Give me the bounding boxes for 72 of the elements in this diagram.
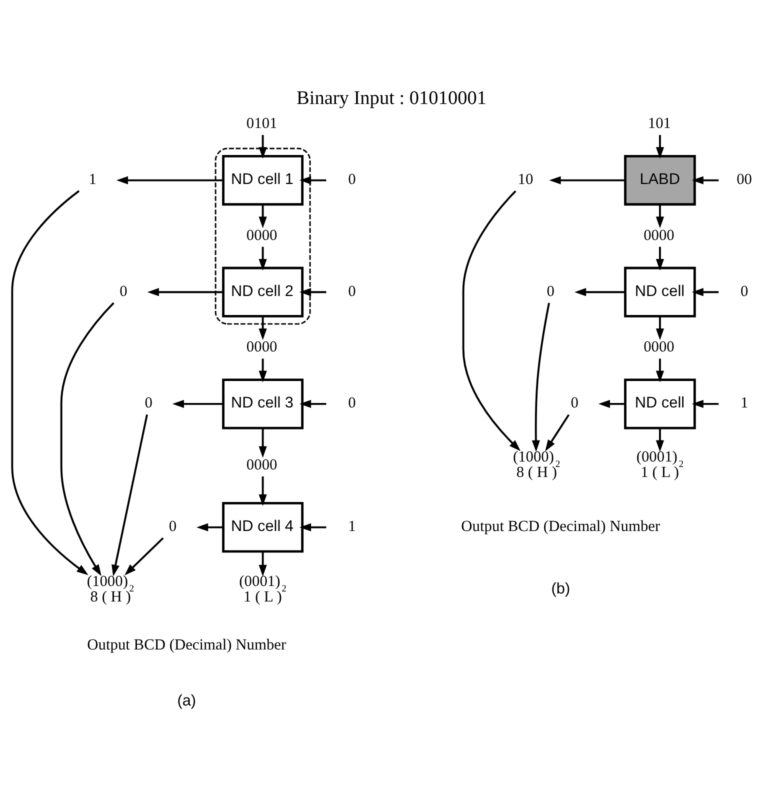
- node-text: (0001)$_{2}$ 1 ( L ): [636, 448, 684, 480]
- arrow: [574, 288, 626, 296]
- node-text: (1000)$_{2}$ 8 ( H ): [86, 572, 134, 605]
- arrow: [692, 288, 719, 296]
- node-box: ND cell: [624, 378, 696, 429]
- arrow: [258, 134, 267, 158]
- diagram-title: Binary Input : 01010001: [296, 88, 486, 109]
- node-text: 0: [348, 170, 356, 188]
- node-text: 00: [736, 170, 752, 188]
- node-text: 0101: [246, 114, 278, 132]
- arrow: [656, 204, 664, 228]
- node-text: 10: [518, 170, 534, 188]
- arrow: [258, 316, 267, 340]
- arrow: [147, 288, 224, 296]
- arrow: [656, 358, 664, 382]
- arrow: [299, 399, 326, 408]
- node-text: 0000: [246, 456, 278, 473]
- node-text: 0: [546, 282, 554, 300]
- arrow: [549, 176, 625, 184]
- arrow: [532, 302, 550, 452]
- node-text: 0: [144, 394, 152, 412]
- label: (a): [177, 692, 196, 709]
- node-text: 0: [740, 282, 748, 300]
- node-text: (0001)$_{2}$ 1 ( L ): [239, 572, 286, 605]
- node-text: 0: [348, 394, 356, 412]
- node-text: 1: [740, 394, 748, 412]
- arrow: [656, 428, 664, 452]
- node-box: ND cell 1: [222, 154, 304, 206]
- node-text: 0000: [644, 338, 674, 356]
- node-text: 1: [88, 170, 97, 188]
- arrow: [172, 399, 224, 408]
- arrow: [656, 316, 664, 340]
- label: Output BCD (Decimal) Number: [461, 517, 660, 534]
- node-text: 0: [120, 282, 128, 300]
- node-box: ND cell 2: [222, 266, 304, 317]
- arrow: [258, 551, 267, 576]
- node-text: 0: [168, 517, 177, 534]
- arrow: [299, 288, 326, 296]
- node-text: 0000: [246, 338, 278, 356]
- node-box: ND cell 4: [222, 502, 304, 552]
- arrow: [299, 176, 326, 184]
- node-box: LABD: [624, 154, 696, 206]
- node-text: 0: [348, 282, 356, 300]
- node-text: 0000: [644, 226, 674, 244]
- arrow: [196, 522, 224, 531]
- arrow: [258, 204, 267, 228]
- node-text: 0: [570, 394, 578, 412]
- arrow: [598, 399, 626, 408]
- label: (b): [551, 580, 570, 598]
- node-box: ND cell 3: [222, 378, 304, 429]
- arrow: [462, 190, 521, 451]
- arrow: [60, 302, 114, 576]
- arrow: [299, 522, 326, 531]
- node-text: (1000)$_{2}$ 8 ( H ): [512, 448, 560, 480]
- arrow: [11, 190, 88, 575]
- arrow: [692, 399, 719, 408]
- arrow: [112, 414, 148, 576]
- arrow: [656, 134, 664, 158]
- arrow: [656, 246, 664, 270]
- arrow: [124, 536, 164, 575]
- arrow: [545, 414, 570, 451]
- label: Output BCD (Decimal) Number: [87, 636, 286, 654]
- node-text: 0000: [246, 226, 278, 244]
- arrow: [258, 358, 267, 382]
- arrow: [258, 476, 267, 506]
- node-text: 101: [648, 114, 672, 132]
- arrow: [116, 176, 224, 184]
- node-text: 1: [348, 517, 356, 534]
- arrow: [258, 246, 267, 270]
- node-box: ND cell: [624, 266, 696, 317]
- arrow: [692, 176, 719, 184]
- arrow: [258, 428, 267, 458]
